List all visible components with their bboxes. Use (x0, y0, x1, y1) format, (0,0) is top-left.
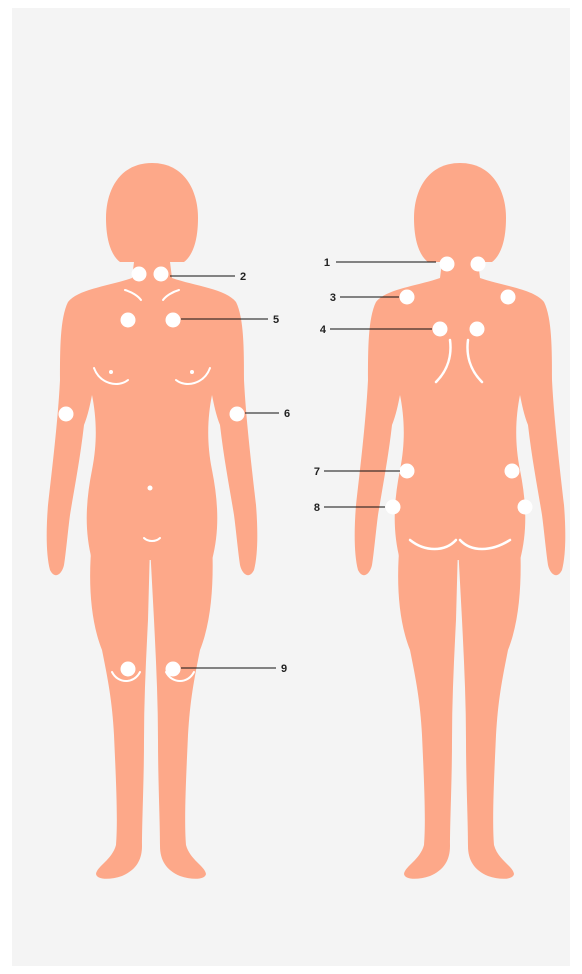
callout-label-8: 8 (314, 502, 320, 514)
callout-label-6: 6 (284, 408, 290, 420)
front-elbow-right-point (230, 407, 245, 422)
callout-label-4: 4 (320, 324, 327, 336)
back-gluteal-right-point (505, 464, 520, 479)
callout-label-3: 3 (330, 292, 336, 304)
back-occiput-left-point (440, 257, 455, 272)
front-knee-right-point (166, 662, 181, 677)
front-knee-left-point (121, 662, 136, 677)
back-trochanter-right-point (518, 500, 533, 515)
back-supraspinatus-right-point (470, 322, 485, 337)
front-chest-left-point (121, 313, 136, 328)
back-trochanter-left-point (386, 500, 401, 515)
callout-label-5: 5 (273, 314, 279, 326)
back-occiput-right-point (471, 257, 486, 272)
callout-label-2: 2 (240, 271, 246, 283)
back-trapezius-left-point (400, 290, 415, 305)
front-head (106, 163, 198, 262)
front-chest-right-point (166, 313, 181, 328)
callout-label-1: 1 (324, 257, 330, 269)
front-neck-right-point (154, 267, 169, 282)
back-supraspinatus-left-point (433, 322, 448, 337)
callout-label-7: 7 (314, 466, 320, 478)
front-neck-left-point (132, 267, 147, 282)
back-gluteal-left-point (400, 464, 415, 479)
callout-label-9: 9 (281, 663, 287, 675)
back-trapezius-right-point (501, 290, 516, 305)
back-head (414, 163, 506, 262)
front-elbow-left-point (59, 407, 74, 422)
